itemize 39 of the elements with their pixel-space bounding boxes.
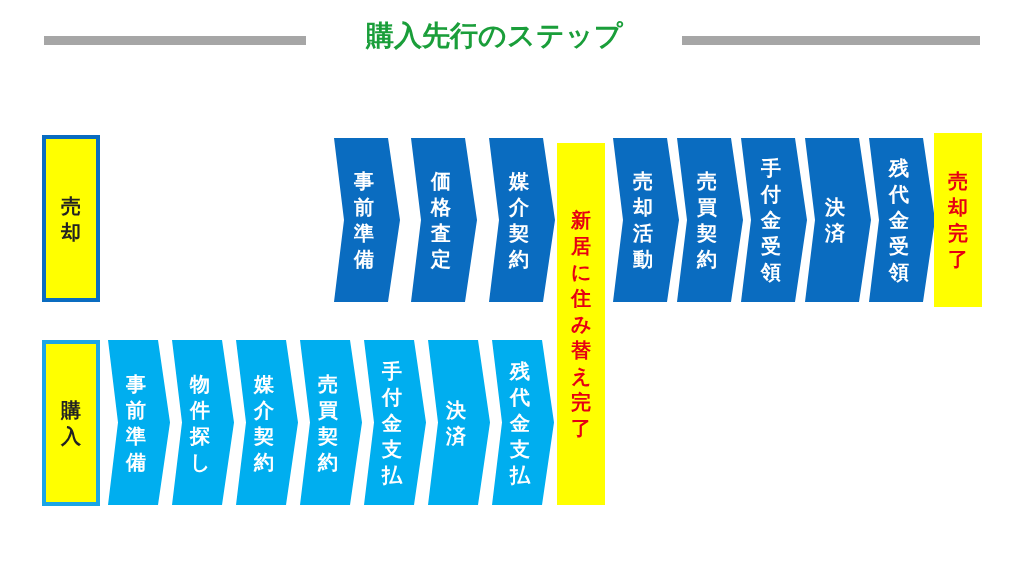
step-text: 残代金受領 [889,155,909,285]
step-text: 事前準備 [126,370,146,475]
step-text: 購入 [61,397,81,449]
step-text: 売却完了 [948,168,968,272]
milestone-box [934,133,982,307]
process-step [869,138,935,302]
step-text: 売買契約 [697,168,717,272]
milestone-box [557,143,605,505]
title: 購入先行のステップ [365,18,623,53]
process-step [334,138,400,302]
row-label-box [42,135,100,302]
step-text: 決済 [825,194,845,246]
step-text: 価格査定 [431,168,451,272]
process-step [236,340,298,505]
process-step [108,340,170,505]
step-text: 事前準備 [354,168,374,272]
step-text: 決済 [446,396,466,449]
step-text: 残代金支払 [510,357,530,488]
step-text: 物件探し [190,370,210,475]
step-text: 売買契約 [318,370,338,475]
process-step [677,138,743,302]
process-step [300,340,362,505]
step-text: 媒介契約 [509,168,529,272]
step-text: 手付金支払 [382,357,402,488]
step-text: 手付金受領 [761,155,781,285]
step-text: 売却活動 [633,168,653,272]
process-step [364,340,426,505]
process-step [489,138,555,302]
process-step [805,138,871,302]
process-step [613,138,679,302]
process-step [411,138,477,302]
row-label-box [42,340,100,506]
process-step [492,340,554,505]
process-step [428,340,490,505]
step-text: 新居に住み替え完了 [571,207,591,441]
step-text: 売却 [61,192,81,245]
step-text: 媒介契約 [254,370,274,475]
process-step [741,138,807,302]
process-step [172,340,234,505]
